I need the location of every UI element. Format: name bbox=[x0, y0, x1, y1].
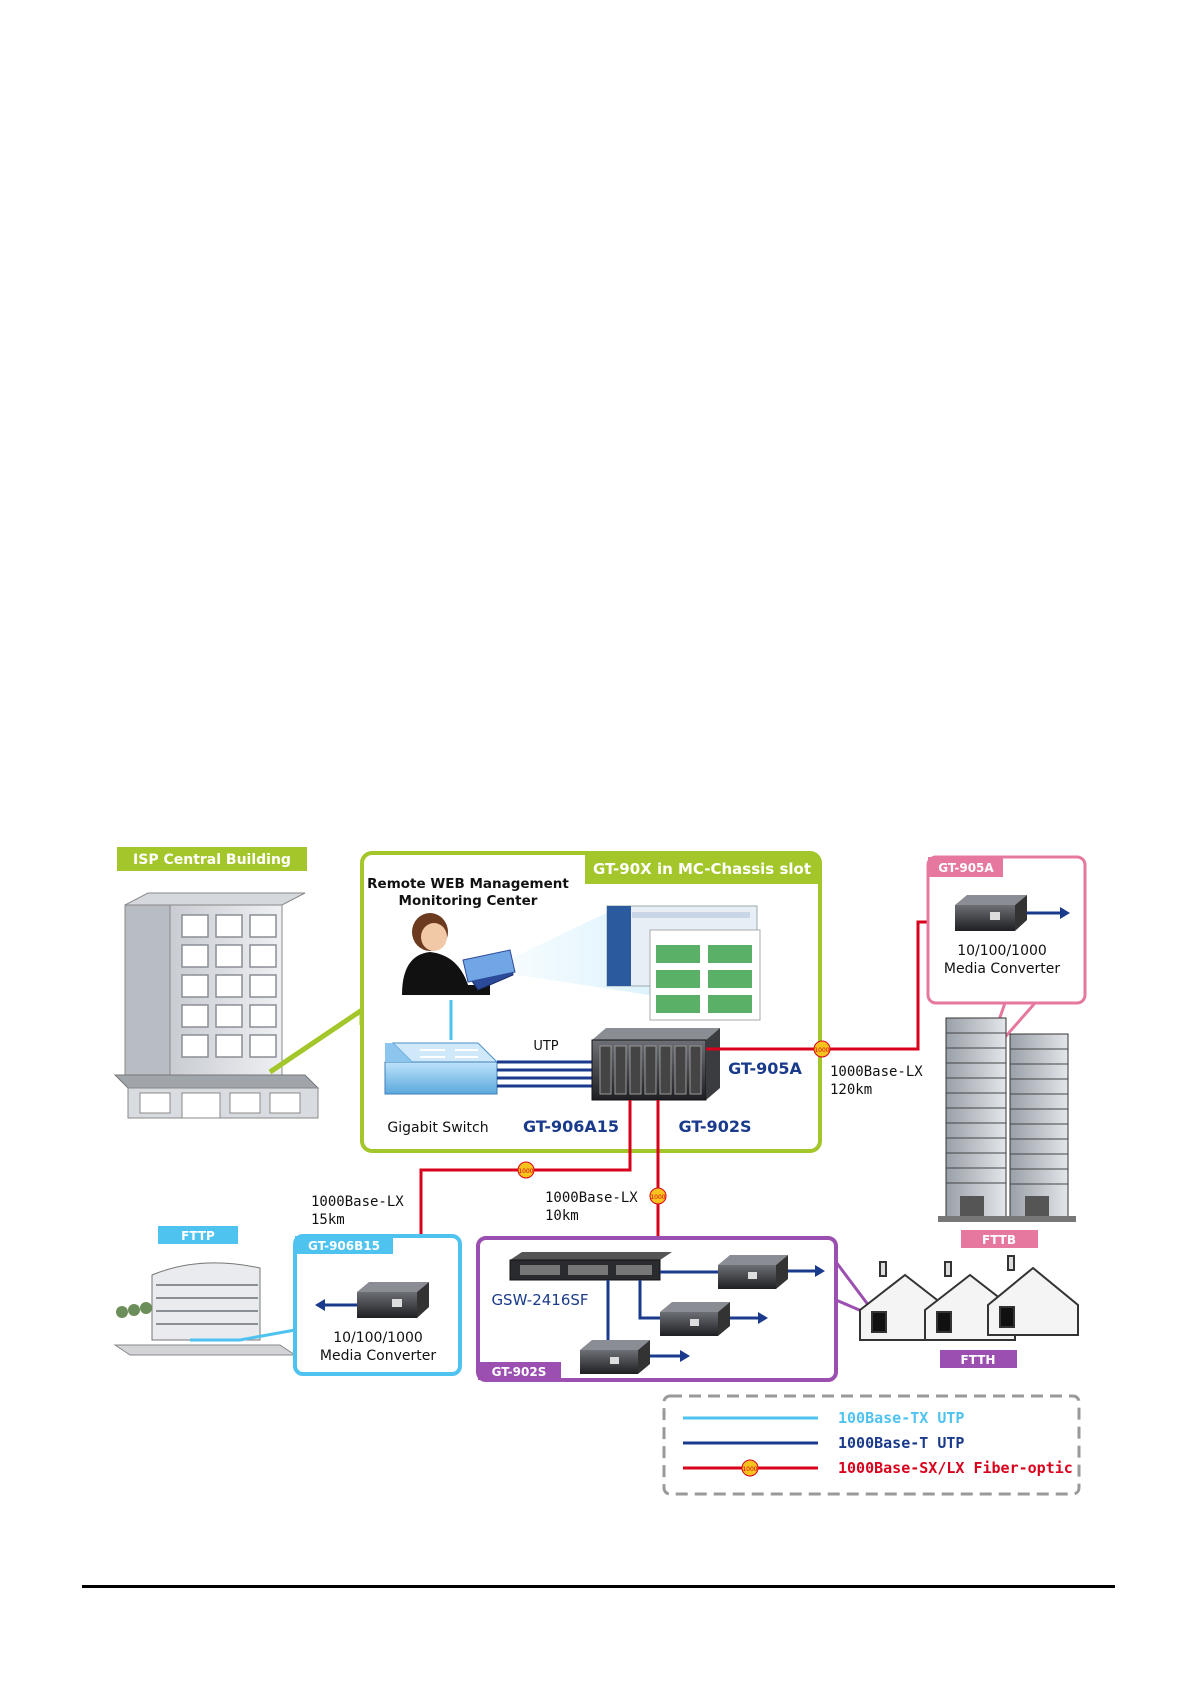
link-120km-label-2: 120km bbox=[830, 1082, 872, 1098]
chassis-title: GT-90X in MC-Chassis slot bbox=[593, 860, 811, 878]
mc-chassis-icon bbox=[591, 1028, 720, 1101]
gt-905a-panel: GT-905A 10/100/1000 Media Converter bbox=[926, 855, 1087, 1061]
isp-building-icon bbox=[113, 892, 320, 1119]
fttb-towers-icon bbox=[938, 1017, 1076, 1222]
media-converter-icon bbox=[718, 1255, 788, 1289]
management-label-2: Monitoring Center bbox=[399, 893, 538, 909]
fttp-building-icon bbox=[113, 1262, 297, 1356]
gt-906b15-tag: GT-906B15 bbox=[308, 1239, 380, 1253]
gsw-label: GSW-2416SF bbox=[491, 1291, 588, 1309]
fiber-marker-text: 1000 bbox=[650, 1194, 665, 1201]
arrow-right-icon bbox=[680, 1350, 690, 1362]
web-management-screenshot bbox=[606, 905, 761, 1021]
fiber-marker bbox=[649, 1187, 667, 1205]
arrow-right-icon bbox=[1060, 907, 1070, 919]
gt-902s-label: GT-902S bbox=[679, 1117, 752, 1136]
fttp-cyan-link bbox=[190, 1328, 296, 1342]
fiber-marker bbox=[813, 1040, 831, 1058]
fiber-marker bbox=[741, 1459, 759, 1477]
mc905a-line2: Media Converter bbox=[944, 961, 1060, 977]
ftth-tag: FTTH bbox=[961, 1353, 996, 1367]
media-converter-icon bbox=[357, 1282, 429, 1318]
gt906b15-line2: Media Converter bbox=[320, 1348, 436, 1364]
operator-icon bbox=[402, 913, 516, 995]
fttp-tag-box bbox=[158, 1226, 238, 1244]
fiber-marker-text: 1000 bbox=[814, 1047, 829, 1054]
arrow-right-icon bbox=[815, 1265, 825, 1277]
link-10km-label-2: 10km bbox=[545, 1208, 579, 1224]
isp-callout bbox=[268, 1005, 365, 1075]
gt-902s-tag: GT-902S bbox=[492, 1365, 547, 1379]
legend-label-100base-tx: 100Base-TX UTP bbox=[838, 1409, 964, 1427]
ftth-houses-icon bbox=[859, 1255, 1079, 1341]
fttb-tag: FTTB bbox=[982, 1233, 1016, 1247]
media-converter-icon bbox=[660, 1302, 730, 1336]
management-label-1: Remote WEB Management bbox=[367, 876, 569, 892]
legend-label-fiber: 1000Base-SX/LX Fiber-optic bbox=[838, 1459, 1073, 1477]
link-10km-label-1: 1000Base-LX bbox=[545, 1190, 638, 1206]
gt906b15-line1: 10/100/1000 bbox=[333, 1330, 423, 1346]
utp-links bbox=[497, 1060, 592, 1088]
gt-906a15-label: GT-906A15 bbox=[523, 1117, 619, 1136]
arrow-left-icon bbox=[315, 1299, 325, 1311]
gsw-switch-icon bbox=[509, 1252, 672, 1281]
fiber-marker-text: 1000 bbox=[518, 1168, 533, 1175]
link-15km-label-1: 1000Base-LX bbox=[311, 1194, 404, 1210]
fttb-tag-box bbox=[961, 1230, 1038, 1248]
isp-central-building: ISP Central Building bbox=[113, 847, 365, 1119]
link-120km-label-1: 1000Base-LX bbox=[830, 1064, 923, 1080]
legend: 100Base-TX UTP 1000Base-T UTP 1000 1000B… bbox=[662, 1394, 1081, 1496]
fiber-markers: 1000 1000 1000 bbox=[517, 1040, 831, 1205]
isp-tag-box bbox=[117, 847, 307, 871]
fiber-marker bbox=[517, 1161, 535, 1179]
mc905a-line1: 10/100/1000 bbox=[957, 943, 1047, 959]
fttp-tag: FTTP bbox=[181, 1229, 215, 1243]
gigabit-switch-icon bbox=[384, 1042, 499, 1095]
chassis-panel: GT-90X in MC-Chassis slot Remote WEB Man… bbox=[360, 851, 822, 1153]
switch-label: Gigabit Switch bbox=[387, 1120, 488, 1136]
media-converter-icon bbox=[580, 1340, 650, 1374]
gt-905a-label: GT-905A bbox=[728, 1059, 802, 1078]
utp-label: UTP bbox=[533, 1039, 558, 1054]
ftth-tag-box bbox=[940, 1350, 1017, 1368]
fiber-marker-text: 1000 bbox=[742, 1466, 757, 1473]
gt-906b15-panel: GT-906B15 10/100/1000 Media Converter bbox=[190, 1234, 462, 1376]
gt-902s-panel: GT-902S GSW-2416SF bbox=[476, 1236, 883, 1382]
footer-rule bbox=[82, 1585, 1115, 1588]
media-converter-icon bbox=[955, 895, 1027, 931]
gt-905a-tag: GT-905A bbox=[938, 861, 994, 875]
legend-label-1000base-t: 1000Base-T UTP bbox=[838, 1434, 964, 1452]
isp-tag: ISP Central Building bbox=[133, 852, 291, 868]
arrow-right-icon bbox=[758, 1312, 768, 1324]
link-15km-label-2: 15km bbox=[311, 1212, 345, 1228]
